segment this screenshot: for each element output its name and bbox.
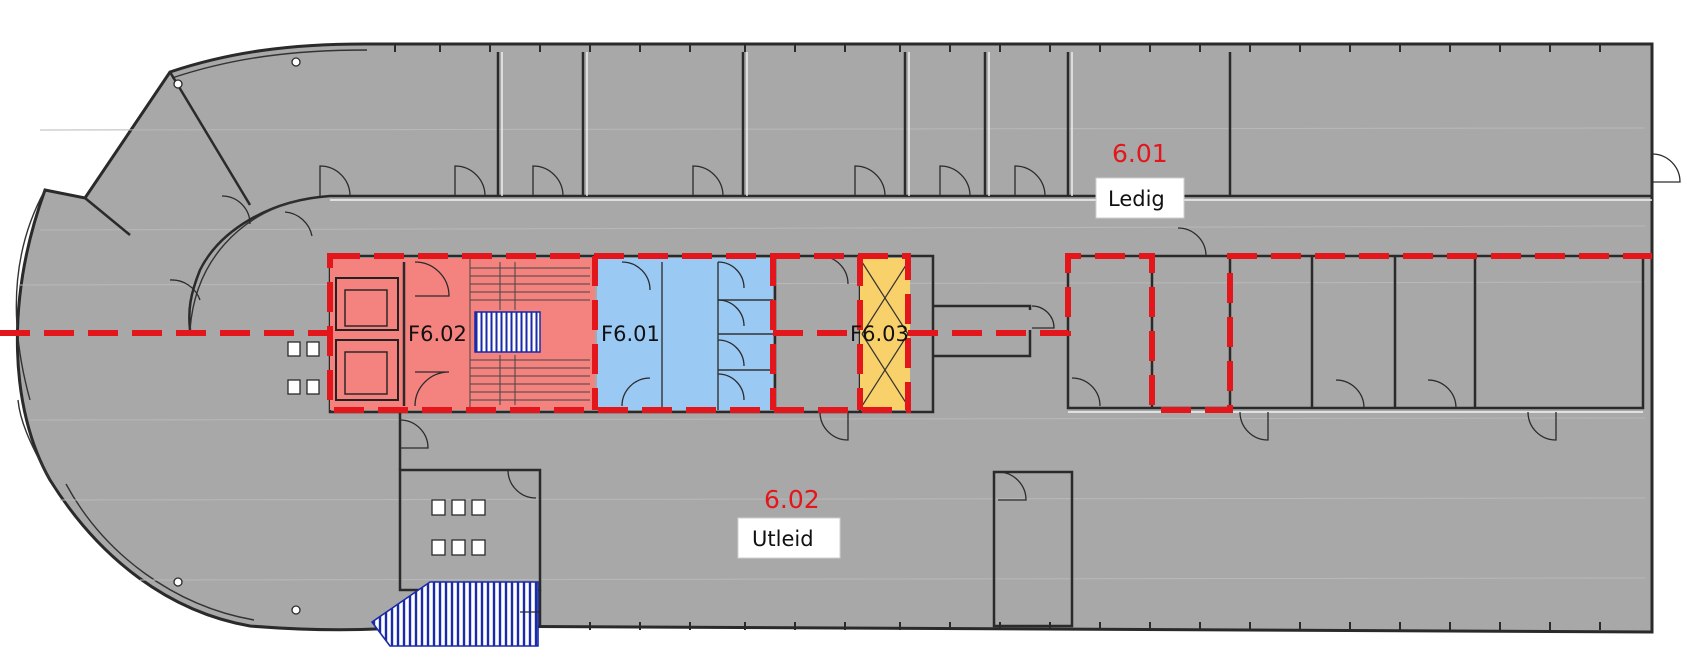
window-marks [394,44,1601,630]
core-f6-03-label: F6.03 [850,322,909,346]
zone-6-02-status-box [737,517,841,559]
toilet-partitions [661,262,773,410]
zone-6-02-status: Utleid [752,527,814,551]
core-f6-03-area [860,258,910,410]
zone-6-01-status: Ledig [1108,187,1165,211]
zone-6-02-number: 6.02 [764,485,820,514]
building-floor [15,42,1654,634]
core-f6-01-label: F6.01 [601,322,660,346]
door-swings [169,153,1681,613]
zone-6-01-number: 6.01 [1112,139,1168,168]
core-f6-02-label: F6.02 [408,322,467,346]
core-labels: F6.02 F6.01 F6.03 [408,322,909,346]
fixtures [173,57,486,615]
zone-boundaries [0,253,1652,413]
elevator-shafts [335,262,406,406]
zone-6-01-label-group: 6.01 Ledig [1095,139,1185,219]
core-f6-02-area [330,258,595,410]
zone-6-02-label-group: 6.02 Utleid [737,485,841,559]
stair-lower [370,581,539,647]
zone-6-01-status-box [1095,177,1185,219]
stair-main [469,258,590,410]
